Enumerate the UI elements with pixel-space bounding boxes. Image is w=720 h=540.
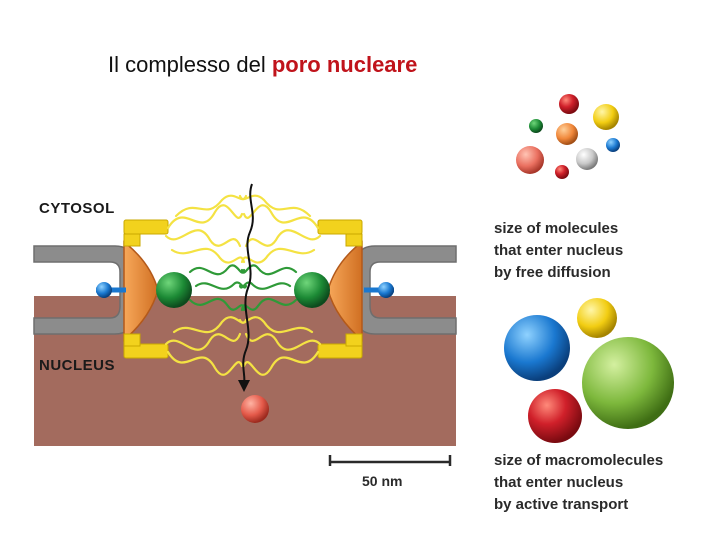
legend-large-line-3: by active transport xyxy=(494,494,663,516)
legend-large-line-1: size of macromolecules xyxy=(494,450,663,472)
scale-bar-line xyxy=(330,455,450,466)
cargo-molecule xyxy=(241,395,269,423)
legend-small-molecules: size of molecules that enter nucleus by … xyxy=(494,218,623,284)
legend-macromolecules: size of macromolecules that enter nucleu… xyxy=(494,450,663,516)
cytoplasmic-ring xyxy=(124,220,362,246)
cytosol-label: CYTOSOL xyxy=(39,200,115,217)
macromolecules xyxy=(504,298,674,443)
legend-small-line-2: that enter nucleus xyxy=(494,240,623,262)
scale-bar-label: 50 nm xyxy=(362,470,402,492)
small-molecules xyxy=(516,94,620,179)
nucleus-label: NUCLEUS xyxy=(39,357,115,374)
legend-small-line-3: by free diffusion xyxy=(494,262,623,284)
legend-small-line-1: size of molecules xyxy=(494,218,623,240)
legend-large-line-2: that enter nucleus xyxy=(494,472,663,494)
